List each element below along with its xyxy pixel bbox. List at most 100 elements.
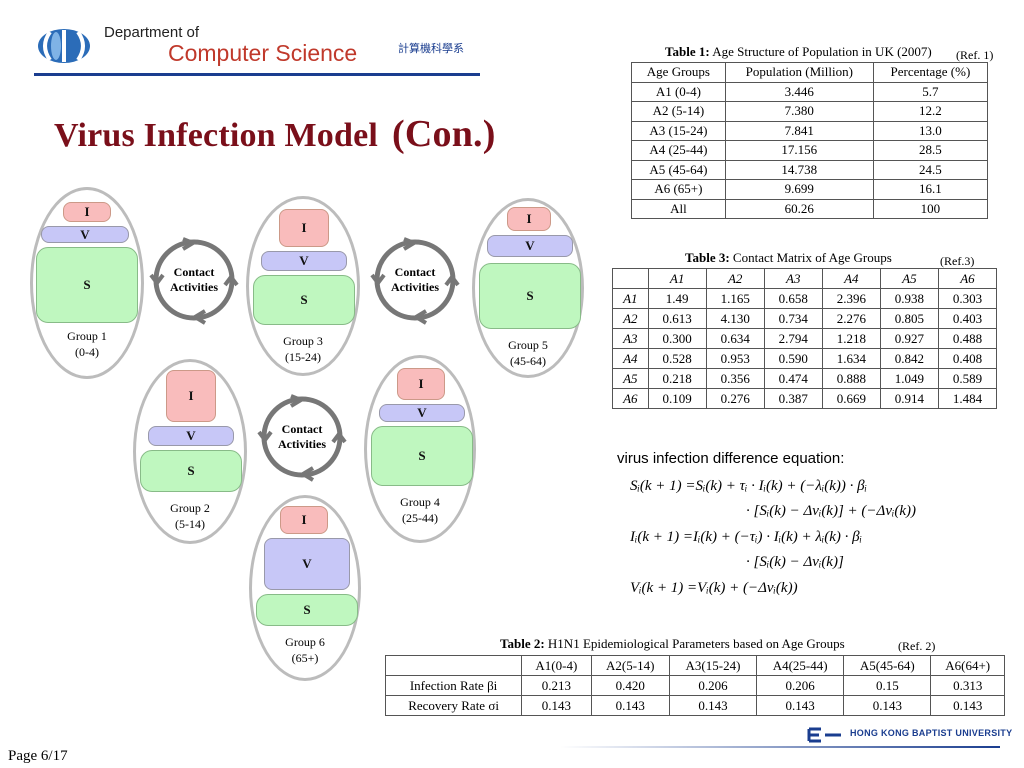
column-header: A3 bbox=[763, 268, 823, 289]
group-5-node: I V S Group 5 (45-64) bbox=[472, 198, 584, 378]
department-name: Computer Science bbox=[168, 40, 358, 66]
contact-label: Contact bbox=[173, 265, 215, 279]
group-range: (5-14) bbox=[175, 517, 205, 531]
table2-ref: (Ref. 2) bbox=[898, 639, 936, 653]
group-1-node: I V S Group 1 (0-4) bbox=[30, 187, 144, 379]
group-label: Group 5 bbox=[508, 338, 548, 352]
equation-line: · [Sᵢ(k) − Δvᵢ(k)] bbox=[746, 554, 844, 570]
vaccinated-box: V bbox=[41, 226, 129, 243]
vaccinated-box: V bbox=[264, 538, 350, 590]
infected-box: I bbox=[397, 368, 445, 400]
equation-line: Sᵢ(k + 1) =Sᵢ(k) + τᵢ · Iᵢ(k) + (−λᵢ(k))… bbox=[630, 478, 868, 494]
group-range: (65+) bbox=[291, 651, 319, 665]
university-name: HONG KONG BAPTIST UNIVERSITY bbox=[850, 728, 1013, 738]
group-range: (25-44) bbox=[402, 511, 438, 525]
column-header bbox=[384, 655, 523, 676]
group-label: Group 6 bbox=[285, 635, 325, 649]
population-table: Age Groups Population (Million) Percenta… bbox=[631, 62, 989, 219]
equation-title: virus infection difference equation: bbox=[617, 450, 845, 467]
cycle-arrows-icon bbox=[257, 394, 347, 482]
column-header: Age Groups bbox=[631, 62, 726, 83]
column-header: A3(15-24) bbox=[668, 655, 758, 676]
column-header: A6(64+) bbox=[930, 655, 1005, 676]
group-label: Group 2 bbox=[170, 501, 210, 515]
group-range: (0-4) bbox=[75, 345, 99, 359]
activities-label: Activities bbox=[170, 280, 218, 294]
vaccinated-box: V bbox=[487, 235, 573, 257]
header-rule bbox=[34, 73, 480, 76]
slide-title-suffix: (Con.) bbox=[392, 113, 496, 155]
infected-box: I bbox=[507, 207, 551, 231]
susceptible-box: S bbox=[479, 263, 581, 329]
group-3-node: I V S Group 3 (15-24) bbox=[246, 196, 360, 376]
table3-ref: (Ref.3) bbox=[940, 254, 975, 268]
cycle-arrows-icon bbox=[370, 237, 460, 325]
department-chinese-name: 計算機科學系 bbox=[398, 42, 464, 55]
activities-label: Activities bbox=[278, 437, 326, 451]
column-header: A5(45-64) bbox=[843, 655, 932, 676]
table2-caption: Table 2: H1N1 Epidemiological Parameters… bbox=[500, 636, 845, 651]
vaccinated-box: V bbox=[379, 404, 465, 422]
susceptible-box: S bbox=[36, 247, 138, 323]
table1-caption: Table 1: Age Structure of Population in … bbox=[665, 44, 932, 59]
group-4-node: I V S Group 4 (25-44) bbox=[364, 355, 476, 543]
table3-caption: Table 3: Contact Matrix of Age Groups bbox=[685, 250, 892, 265]
footer-rule bbox=[560, 746, 1000, 748]
column-header: Percentage (%) bbox=[872, 62, 989, 83]
cycle-arrows-icon bbox=[149, 237, 239, 325]
susceptible-box: S bbox=[371, 426, 473, 486]
column-header: A6 bbox=[937, 268, 998, 289]
group-label: Group 4 bbox=[400, 495, 440, 509]
susceptible-box: S bbox=[256, 594, 358, 626]
group-label: Group 3 bbox=[283, 334, 323, 348]
infected-box: I bbox=[280, 506, 328, 534]
column-header: Population (Million) bbox=[724, 62, 874, 83]
column-header bbox=[612, 268, 649, 289]
department-of-label: Department of bbox=[104, 24, 200, 41]
susceptible-box: S bbox=[140, 450, 242, 492]
column-header: A2 bbox=[705, 268, 765, 289]
group-label: Group 1 bbox=[67, 329, 107, 343]
contact-label: Contact bbox=[281, 422, 323, 436]
activities-label: Activities bbox=[391, 280, 439, 294]
column-header: A1 bbox=[647, 268, 707, 289]
column-header: A4(25-44) bbox=[756, 655, 845, 676]
infected-box: I bbox=[279, 209, 329, 247]
page-number: Page 6/17 bbox=[8, 748, 68, 764]
slide-title: Virus Infection Model(Con.) bbox=[54, 113, 496, 155]
equation-line: Iᵢ(k + 1) =Iᵢ(k) + (−τᵢ) · Iᵢ(k) + λᵢ(k)… bbox=[630, 529, 863, 545]
infected-box: I bbox=[166, 370, 216, 422]
vaccinated-box: V bbox=[148, 426, 234, 446]
equation-line: Vᵢ(k + 1) =Vᵢ(k) + (−Δvᵢ(k)) bbox=[630, 580, 798, 596]
column-header: A4 bbox=[821, 268, 881, 289]
group-range: (45-64) bbox=[510, 354, 546, 368]
column-header: A1(0-4) bbox=[521, 655, 592, 676]
column-header: A5 bbox=[879, 268, 939, 289]
table1-ref: (Ref. 1) bbox=[956, 48, 994, 62]
epidemiological-parameters-table: A1(0-4) A2(5-14) A3(15-24) A4(25-44) A5(… bbox=[384, 655, 1005, 716]
vaccinated-box: V bbox=[261, 251, 347, 271]
group-range: (15-24) bbox=[285, 350, 321, 364]
department-logo-icon bbox=[38, 29, 90, 63]
university-logo-icon bbox=[807, 727, 841, 743]
equation-line: · [Sᵢ(k) − Δvᵢ(k)] + (−Δvᵢ(k)) bbox=[746, 503, 917, 519]
